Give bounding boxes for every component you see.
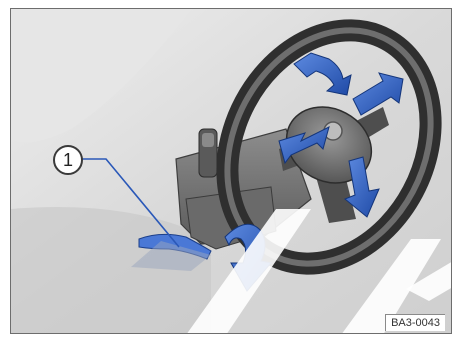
control-stalk-tip <box>202 133 214 147</box>
steering-adjustment-figure: 1 BA3-0043 <box>10 8 452 334</box>
callout-number-1: 1 <box>53 145 83 175</box>
figure-code-label: BA3-0043 <box>385 314 445 331</box>
